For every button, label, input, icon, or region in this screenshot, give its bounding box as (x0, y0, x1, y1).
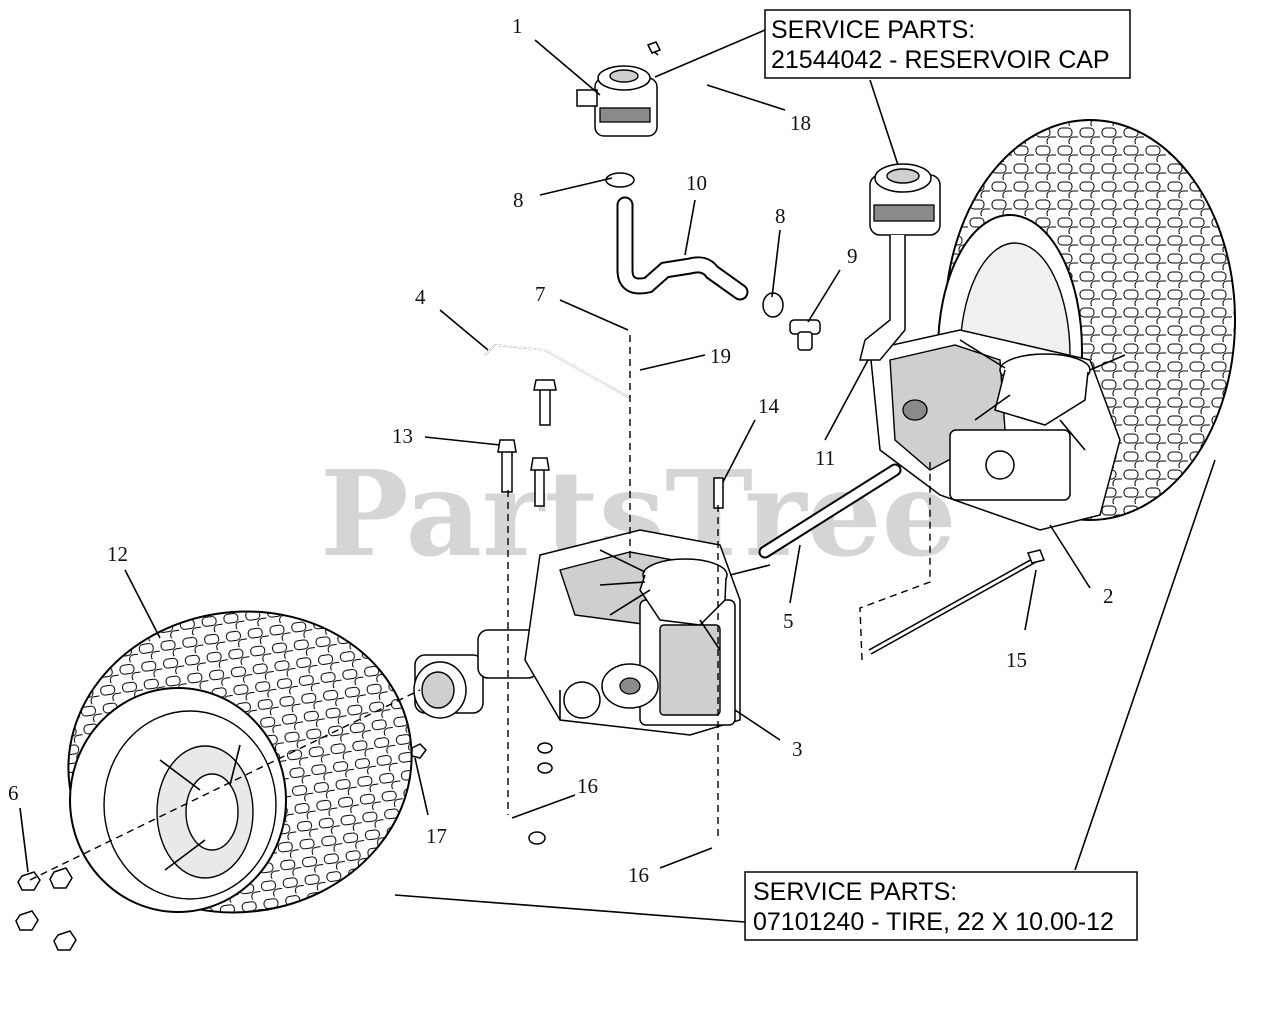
right-transaxle[interactable] (869, 329, 1126, 531)
callout-15[interactable]: 15 (1006, 648, 1027, 672)
shaft-5[interactable] (758, 463, 902, 559)
right-reservoir[interactable] (859, 163, 941, 361)
mounting-bolts[interactable] (497, 379, 724, 509)
service-box-tire: SERVICE PARTS: 07101240 - TIRE, 22 X 10.… (744, 871, 1138, 941)
callout-17[interactable]: 17 (426, 824, 447, 848)
callout-9[interactable]: 9 (847, 244, 858, 268)
control-rod-4[interactable] (484, 344, 631, 399)
reservoir-1[interactable] (576, 41, 662, 137)
callout-numbers: 1 18 8 10 8 9 4 7 19 14 13 11 12 2 5 15 … (8, 14, 1114, 887)
callout-12[interactable]: 12 (107, 542, 128, 566)
callout-5[interactable]: 5 (783, 609, 794, 633)
callout-7[interactable]: 7 (535, 282, 546, 306)
service-box-reservoir-cap: SERVICE PARTS: 21544042 - RESERVOIR CAP (764, 9, 1131, 79)
callout-6[interactable]: 6 (8, 781, 19, 805)
callout-2[interactable]: 2 (1103, 584, 1114, 608)
left-wheel-hub[interactable] (413, 629, 539, 719)
callout-11[interactable]: 11 (815, 446, 835, 470)
service-box-reservoir-part: 21544042 - RESERVOIR CAP (771, 46, 1110, 74)
callout-10[interactable]: 10 (686, 171, 707, 195)
service-box-tire-part: 07101240 - TIRE, 22 X 10.00-12 (753, 908, 1114, 936)
callout-14[interactable]: 14 (758, 394, 780, 418)
callout-3[interactable]: 3 (792, 737, 803, 761)
flange-nuts[interactable] (411, 742, 553, 845)
callout-8-right[interactable]: 8 (775, 204, 786, 228)
callout-8-left[interactable]: 8 (513, 188, 524, 212)
callout-19[interactable]: 19 (710, 344, 731, 368)
fitting-9[interactable] (789, 319, 821, 351)
hose-10[interactable] (616, 196, 749, 301)
callout-16-lower[interactable]: 16 (628, 863, 649, 887)
service-box-tire-heading: SERVICE PARTS: (753, 878, 957, 906)
callout-16-upper[interactable]: 16 (577, 774, 598, 798)
leader-lines (19, 29, 1216, 923)
left-cooling-fan[interactable] (599, 549, 771, 651)
lug-nuts[interactable] (15, 867, 77, 951)
assembly-lines (29, 335, 931, 881)
callout-18[interactable]: 18 (790, 111, 811, 135)
callout-1[interactable]: 1 (512, 14, 523, 38)
shaft-15[interactable] (868, 549, 1046, 655)
service-box-reservoir-heading: SERVICE PARTS: (771, 16, 975, 44)
hose-clamps[interactable] (605, 172, 784, 318)
callout-13[interactable]: 13 (392, 424, 413, 448)
callout-4[interactable]: 4 (415, 285, 426, 309)
left-tire[interactable] (49, 590, 431, 935)
